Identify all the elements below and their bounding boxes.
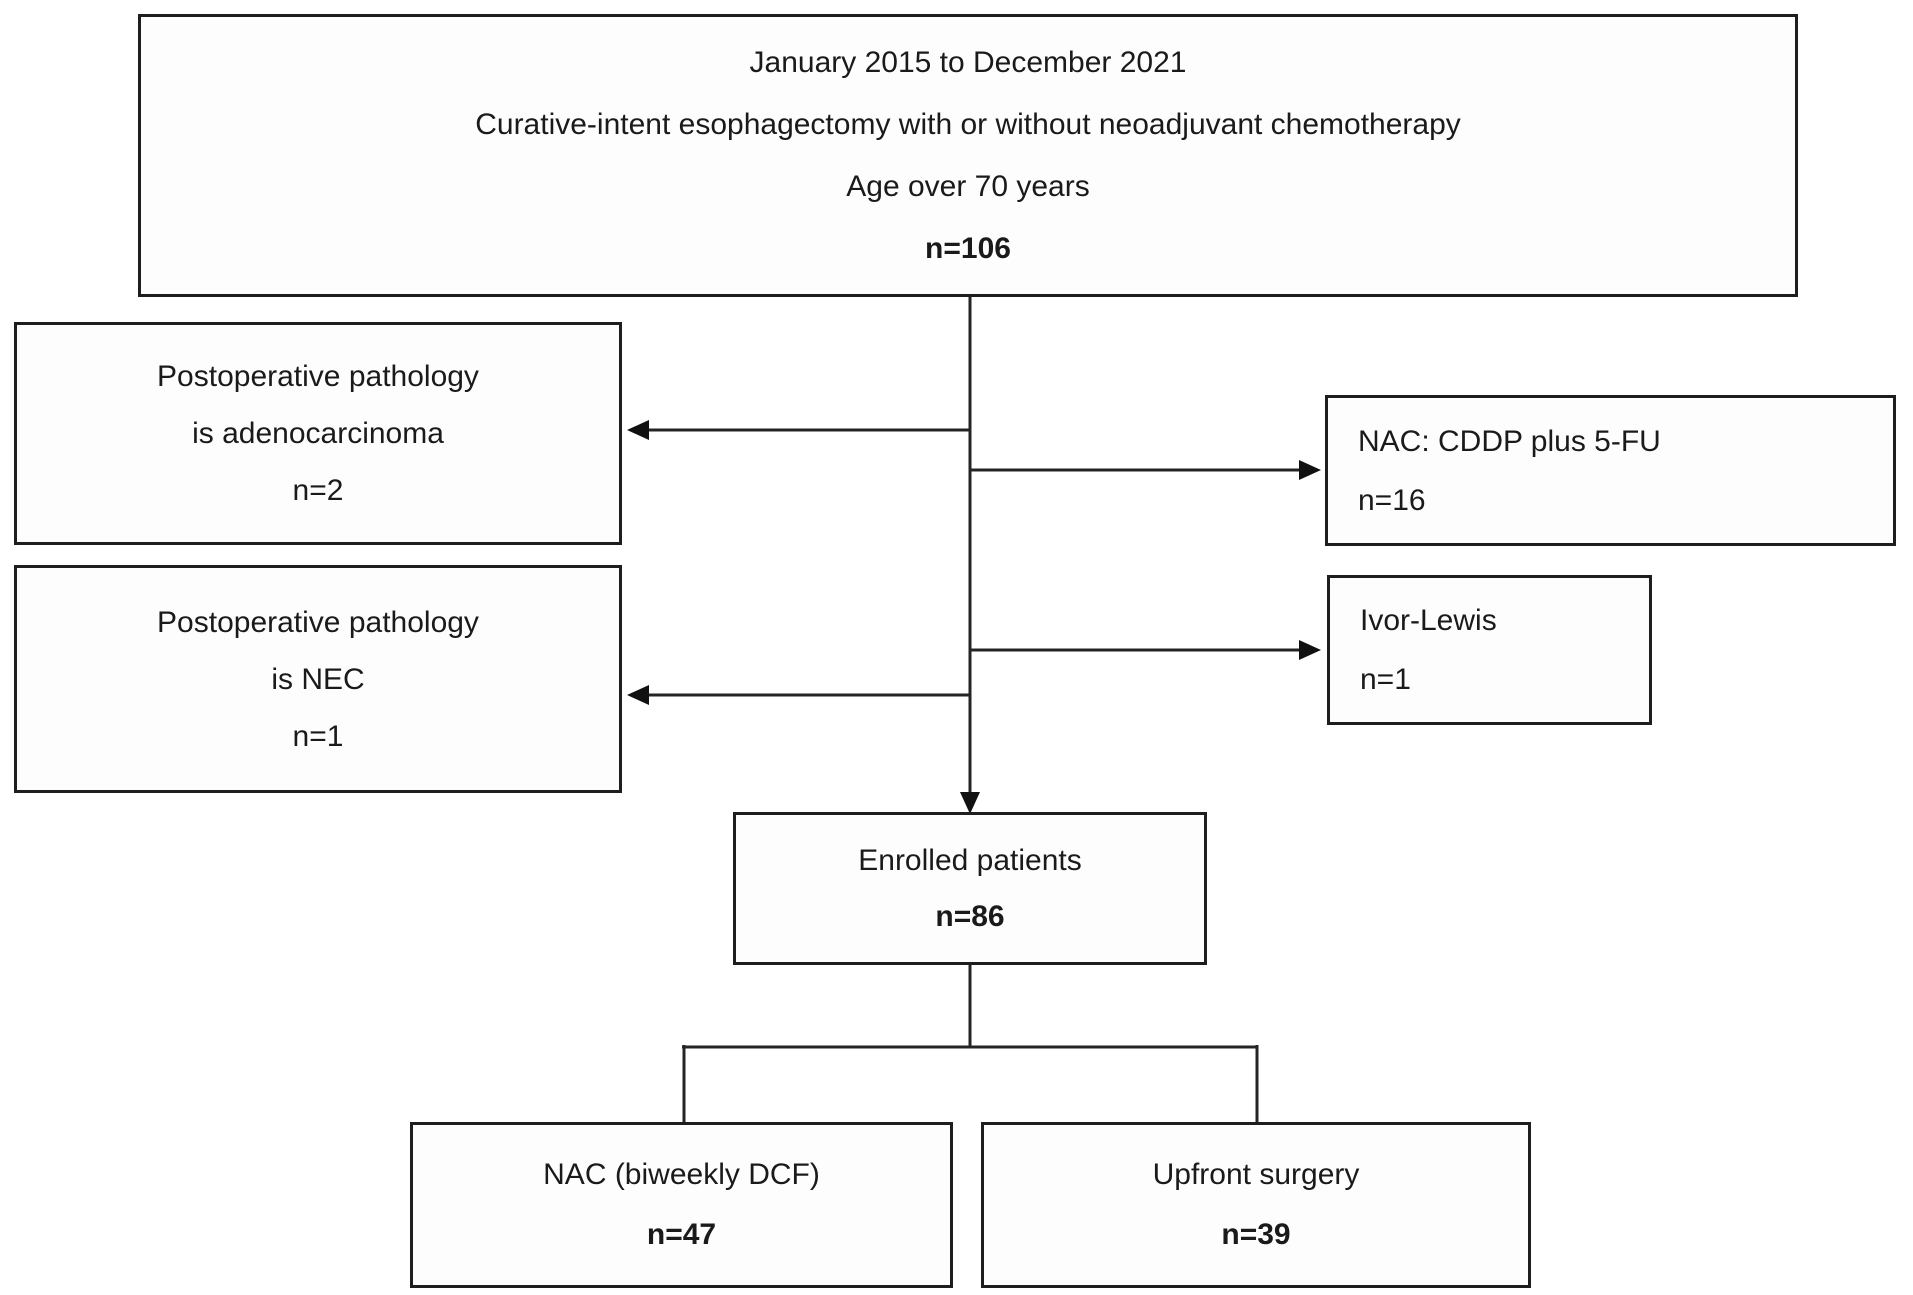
excluded-nac-cddp-box: NAC: CDDP plus 5-FU n=16 [1325, 395, 1896, 546]
arrow-right-icon [1299, 460, 1321, 480]
arm-nac-dcf-box: NAC (biweekly DCF) n=47 [410, 1122, 953, 1288]
nac-dcf-count: n=47 [646, 1218, 717, 1251]
criteria-period-text: January 2015 to December 2021 [749, 45, 1187, 79]
criteria-count: n=106 [925, 231, 1011, 265]
ivor-lewis-text: Ivor-Lewis [1360, 604, 1497, 637]
upfront-surgery-count: n=39 [1221, 1218, 1291, 1251]
nec-text-line1: Postoperative pathology [157, 605, 479, 639]
ivor-lewis-count: n=1 [1360, 663, 1411, 696]
nac-cddp-count: n=16 [1358, 483, 1426, 517]
arrow-right-icon [1299, 640, 1321, 660]
criteria-age-text: Age over 70 years [846, 169, 1090, 203]
enrolled-patients-box: Enrolled patients n=86 [733, 812, 1207, 965]
enrolled-text: Enrolled patients [858, 843, 1082, 877]
arrow-left-icon [627, 685, 649, 705]
excluded-ivor-lewis-box: Ivor-Lewis n=1 [1327, 575, 1652, 725]
arm-upfront-surgery-box: Upfront surgery n=39 [981, 1122, 1531, 1288]
arrow-down-icon [960, 792, 980, 814]
excluded-nec-box: Postoperative pathology is NEC n=1 [14, 565, 622, 793]
arrow-left-icon [627, 420, 649, 440]
nec-count: n=1 [292, 719, 344, 753]
enrolled-count: n=86 [935, 899, 1005, 933]
adenocarcinoma-text-line1: Postoperative pathology [157, 360, 479, 393]
nac-cddp-text: NAC: CDDP plus 5-FU [1358, 424, 1661, 458]
upfront-surgery-text: Upfront surgery [1152, 1158, 1360, 1191]
nac-dcf-text: NAC (biweekly DCF) [543, 1158, 820, 1191]
criteria-procedure-text: Curative-intent esophagectomy with or wi… [475, 107, 1461, 141]
excluded-adenocarcinoma-box: Postoperative pathology is adenocarcinom… [14, 322, 622, 545]
criteria-box: January 2015 to December 2021 Curative-i… [138, 14, 1798, 297]
adenocarcinoma-count: n=2 [292, 474, 344, 507]
adenocarcinoma-text-line2: is adenocarcinoma [192, 417, 444, 450]
nec-text-line2: is NEC [271, 662, 365, 696]
